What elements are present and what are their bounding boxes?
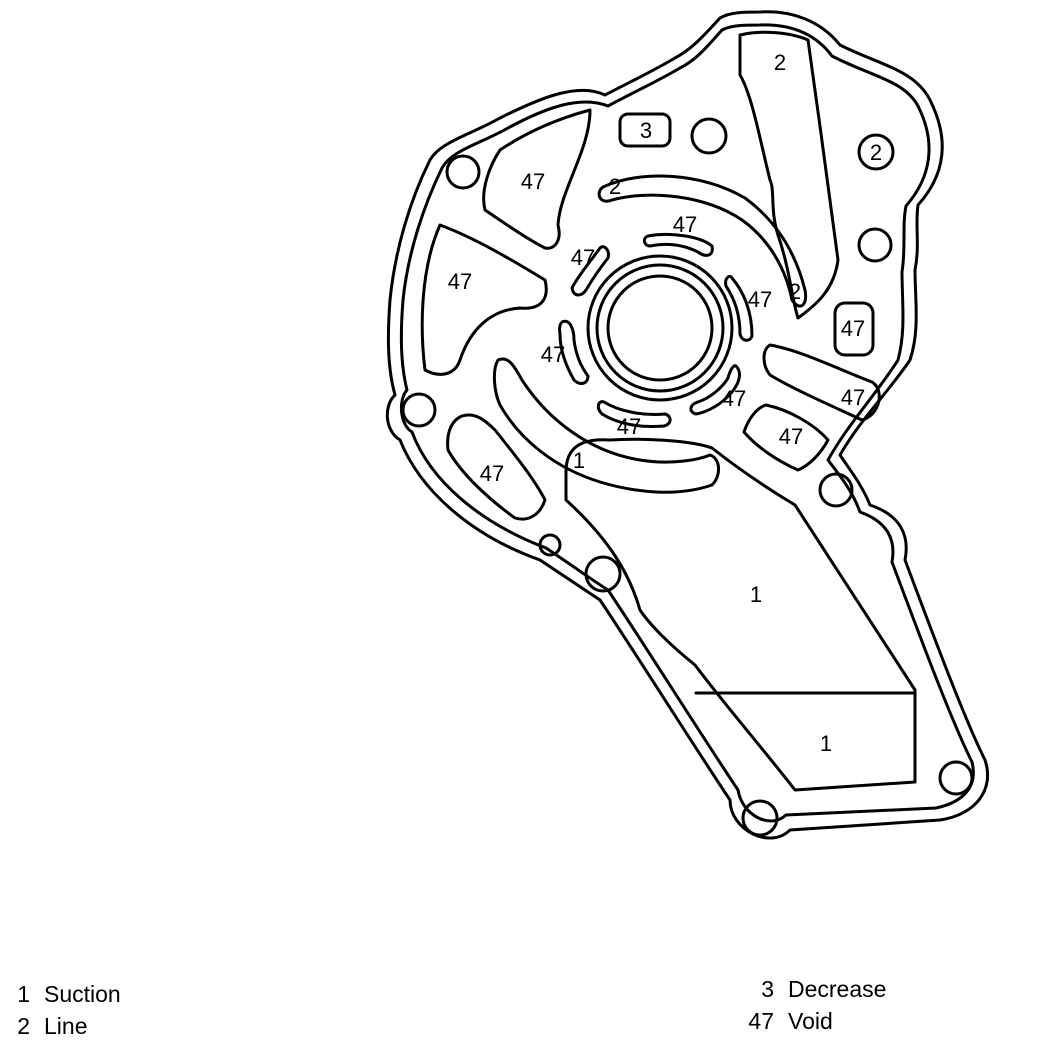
legend-item-decrease: 3 Decrease (740, 973, 886, 1005)
suction-main-region (564, 437, 917, 792)
legend-item-void: 47 Void (740, 1005, 886, 1037)
void-right (833, 301, 875, 357)
gasket-outline (385, 10, 990, 840)
void-inner-right (724, 274, 754, 342)
bore-ring-inner (606, 274, 714, 382)
bolt-hole-bottom (741, 799, 779, 837)
bolt-hole-upper-left (445, 154, 481, 190)
label-upper-left-void: 47 (521, 169, 545, 194)
label-inner-bottom-void: 47 (617, 414, 641, 439)
legend-right: 3 Decrease 47 Void (740, 973, 886, 1037)
label-top-circle: 2 (870, 140, 882, 165)
bolt-hole-top (690, 117, 728, 155)
label-left-void: 47 (448, 269, 472, 294)
bolt-hole-left (401, 392, 437, 428)
legend-item-line: 2 Line (8, 1010, 121, 1042)
legend-item-suction: 1 Suction (8, 978, 121, 1010)
bolt-hole-lower-left (584, 555, 622, 593)
legend-number: 3 (761, 976, 774, 1002)
label-suction-arc: 1 (573, 448, 585, 473)
label-inner-top-void: 47 (673, 212, 697, 237)
legend-text: Line (44, 1013, 88, 1039)
void-inner-right-lower (689, 364, 741, 416)
legend-text: Void (788, 1008, 833, 1034)
label-inner-left-upper-void: 47 (571, 245, 595, 270)
bore-ring-outer (586, 254, 734, 402)
label-lower-left-void: 47 (480, 461, 504, 486)
void-right-lower (762, 343, 881, 422)
void-lower-left (446, 413, 547, 521)
legend-number: 1 (17, 981, 30, 1007)
label-suction-main: 1 (750, 582, 762, 607)
legend-number: 47 (748, 1008, 774, 1034)
label-suction-bottom: 1 (820, 731, 832, 756)
label-arc-left-line: 2 (609, 174, 621, 199)
void-inner-top (642, 232, 714, 257)
bore-ring-middle (595, 263, 725, 393)
line-arc-passage (597, 174, 808, 308)
legend-left: 1 Suction 2 Line (8, 978, 121, 1042)
label-decrease-port: 3 (640, 118, 652, 143)
label-inner-left-lower-void: 47 (541, 342, 565, 367)
label-top-right-passage: 2 (774, 50, 786, 75)
legend-number: 2 (17, 1013, 30, 1039)
bolt-hole-bottom-right (938, 760, 974, 796)
bolt-hole-right (857, 227, 893, 263)
void-lower-right (742, 403, 830, 472)
void-left (420, 223, 548, 376)
void-inner-bottom (596, 400, 672, 428)
bolt-hole-right-lower (818, 472, 854, 508)
legend-text: Suction (44, 981, 121, 1007)
line-passage-top-right (738, 30, 840, 320)
label-inner-right-lower-void: 47 (722, 386, 746, 411)
label-lower-right-void: 47 (779, 424, 803, 449)
legend-text: Decrease (788, 976, 887, 1002)
void-inner-left-upper (570, 245, 610, 297)
label-right-lower-void: 47 (841, 385, 865, 410)
void-upper-left (482, 108, 592, 250)
label-arc-right-line: 2 (789, 279, 801, 304)
bolt-hole-small (538, 533, 562, 557)
label-inner-right-void: 47 (748, 287, 772, 312)
void-inner-left-lower (558, 319, 590, 385)
suction-arc-passage (492, 357, 720, 494)
line-port-circle (857, 133, 895, 171)
label-right-void: 47 (841, 316, 865, 341)
decrease-port (618, 112, 672, 148)
gasket-inner-outline (399, 23, 975, 823)
